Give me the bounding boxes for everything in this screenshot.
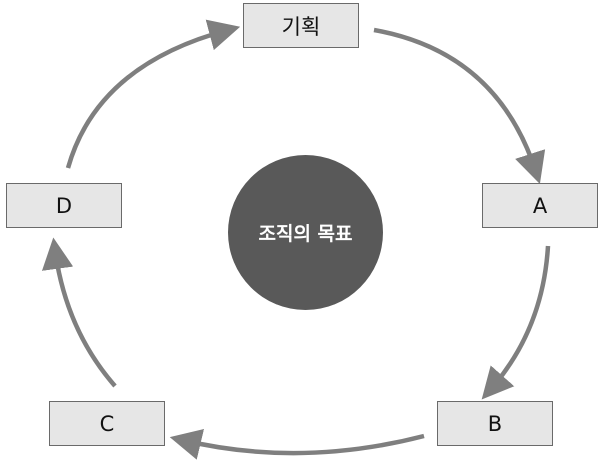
node-c: C — [49, 401, 165, 446]
center-goal-label: 조직의 목표 — [258, 223, 353, 245]
arrow-d-to-plan — [65, 19, 241, 169]
arrow-b-to-c — [169, 429, 425, 460]
node-b: B — [437, 401, 553, 446]
arrow-plan-to-a — [373, 27, 546, 184]
arrow-c-to-d — [41, 237, 117, 388]
node-plan: 기획 — [243, 3, 359, 48]
node-d: D — [6, 183, 122, 228]
arrow-a-to-b — [481, 245, 551, 400]
center-goal-circle: 조직의 목표 — [228, 155, 383, 310]
node-a: A — [482, 183, 598, 228]
